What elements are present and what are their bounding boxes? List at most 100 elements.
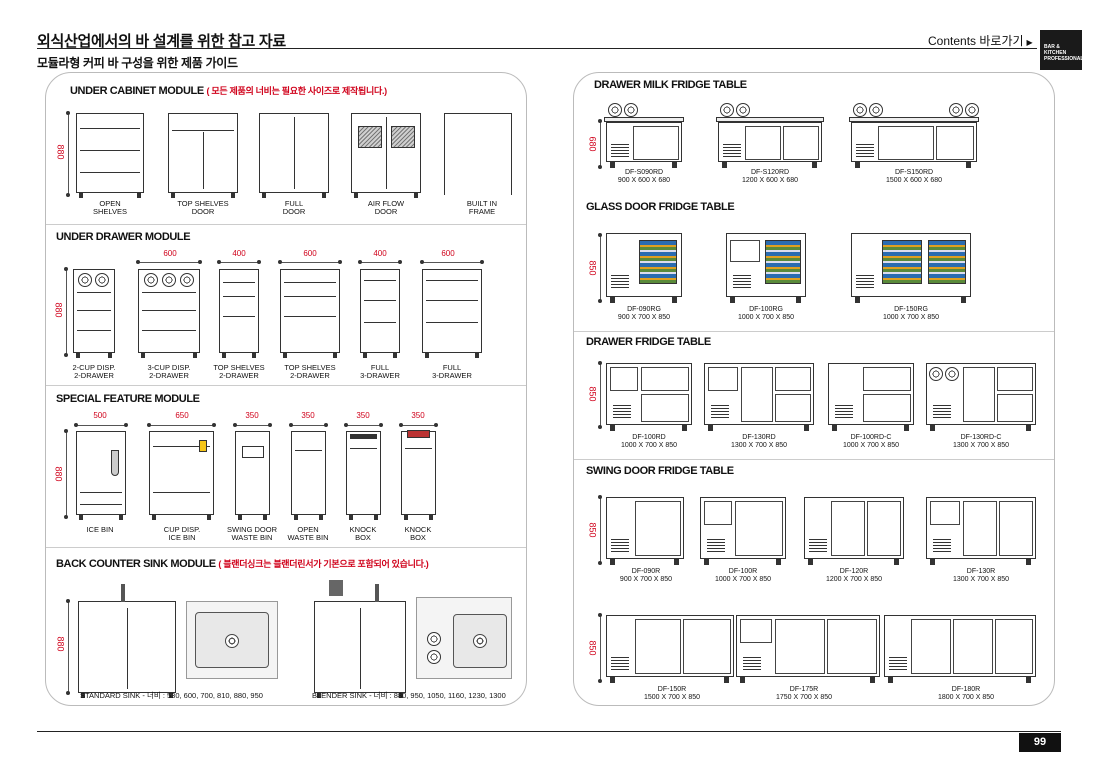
- triangle-right-icon: ▶: [1026, 38, 1033, 47]
- brand-logo: BAR & KITCHEN PROFESSIONAL: [1040, 30, 1084, 70]
- model-size: 1000 X 700 X 850: [737, 313, 795, 321]
- width-dimension: [399, 423, 438, 427]
- model-name: DF-100R: [728, 568, 758, 575]
- model-size: 1750 X 700 X 850: [775, 693, 833, 701]
- model-name: DF-130RD-C: [960, 434, 1002, 441]
- contents-link[interactable]: Contents 바로가기▶: [928, 32, 1033, 49]
- height-dimension: [598, 495, 602, 565]
- model-size: 1000 X 700 X 850: [714, 575, 772, 583]
- blender-sink-top-view: [416, 597, 512, 679]
- model-name: DF-100RD-C: [850, 434, 892, 441]
- item-label: BUILT IN FRAME: [466, 199, 498, 216]
- glass-door-title: GLASS DOOR FRIDGE TABLE: [586, 201, 735, 213]
- width-dimension: [233, 423, 272, 427]
- model-name: DF-100RG: [749, 306, 783, 313]
- model-size: 900 X 700 X 850: [619, 575, 673, 583]
- model-name: DF-130R: [966, 568, 996, 575]
- width-label: 600: [303, 249, 317, 258]
- blender-sink-widths: BLENDER SINK - 너비 : 880, 950, 1050, 1160…: [312, 691, 506, 700]
- item-label: 3-CUP DISP. 2-DRAWER: [147, 363, 191, 380]
- swing-fridge-unit: [700, 497, 786, 559]
- height-label: 880: [55, 144, 66, 160]
- model-name: DF-150R: [657, 686, 687, 693]
- model-name: DF-175R: [789, 686, 819, 693]
- section-divider: [46, 224, 526, 225]
- full-3-drawer-unit: [360, 269, 400, 358]
- full-door-unit: [259, 113, 329, 198]
- top-shelves-door-unit: [168, 113, 238, 198]
- width-label: 350: [301, 411, 315, 420]
- header-rule: [37, 48, 1037, 49]
- air-flow-door-unit: [351, 113, 421, 198]
- page-subtitle: 모듈라형 커피 바 구성을 위한 제품 가이드: [37, 56, 238, 70]
- fridge-unit: [606, 122, 682, 162]
- cup-disp-ice-bin-unit: [149, 431, 214, 520]
- swing-fridge-unit: [884, 615, 1036, 677]
- contents-link-label: Contents 바로가기: [928, 34, 1024, 48]
- section-divider: [574, 459, 1054, 460]
- width-dimension: [344, 423, 383, 427]
- model-name: DF-S120RD: [750, 169, 790, 176]
- item-label: ICE BIN: [86, 525, 114, 534]
- blender-sink-cabinet: [314, 580, 406, 698]
- height-dimension: [598, 119, 602, 169]
- under-cabinet-title: UNDER CABINET MODULE ( 모든 제품의 너비는 필요한 사이…: [70, 84, 387, 97]
- standard-sink-cabinet: [78, 584, 176, 698]
- model-size: 1300 X 700 X 850: [952, 575, 1010, 583]
- drawer-fridge-unit: [606, 363, 692, 425]
- 2-cup-drawer-unit: [73, 269, 115, 358]
- model-name: DF-S150RD: [894, 169, 934, 176]
- height-label: 850: [587, 260, 598, 276]
- standard-sink-widths: STANDARD SINK - 너비 : 530, 600, 700, 810,…: [80, 691, 263, 700]
- model-size: 1000 X 700 X 850: [842, 441, 900, 449]
- model-name: DF-180R: [951, 686, 981, 693]
- item-label: OPEN WASTE BIN: [287, 525, 329, 542]
- counter-top: [716, 117, 824, 122]
- item-label: TOP SHELVES 2-DRAWER: [284, 363, 336, 380]
- model-size: 1200 X 700 X 850: [825, 575, 883, 583]
- model-name: DF-150RG: [894, 306, 928, 313]
- height-dimension: [598, 613, 602, 683]
- swing-fridge-unit: [736, 615, 880, 677]
- swing-door-title: SWING DOOR FRIDGE TABLE: [586, 465, 734, 477]
- model-name: DF-090RG: [627, 306, 661, 313]
- width-dimension: [420, 260, 484, 264]
- item-label: FULL 3-DRAWER: [360, 363, 400, 380]
- counter-top: [849, 117, 979, 122]
- width-label: 400: [232, 249, 246, 258]
- swing-fridge-unit: [804, 497, 904, 559]
- width-label: 600: [441, 249, 455, 258]
- drawer-fridge-unit: [926, 363, 1036, 425]
- top-shelves-drawer-unit: [219, 269, 259, 358]
- height-dimension: [64, 267, 68, 357]
- model-name: DF-090R: [631, 568, 661, 575]
- logo-text: BAR & KITCHEN PROFESSIONAL: [1044, 44, 1084, 62]
- width-label: 350: [245, 411, 259, 420]
- width-dimension: [217, 260, 261, 264]
- glass-fridge-unit: [606, 233, 682, 297]
- item-label: CUP DISP. ICE BIN: [163, 525, 201, 542]
- model-size: 1800 X 700 X 850: [937, 693, 995, 701]
- section-title-text: UNDER CABINET MODULE: [70, 85, 204, 97]
- page-title: 외식산업에서의 바 설계를 위한 참고 자료: [37, 33, 286, 50]
- swing-fridge-unit: [606, 615, 734, 677]
- 3-cup-drawer-unit: [138, 269, 200, 358]
- fridge-unit: [851, 122, 977, 162]
- top-shelves-drawer-unit: [280, 269, 340, 358]
- height-label: 880: [53, 302, 64, 318]
- ice-bin-unit: [76, 431, 126, 520]
- width-dimension: [358, 260, 402, 264]
- model-name: DF-130RD: [742, 434, 776, 441]
- glass-fridge-unit: [851, 233, 971, 297]
- width-dimension: [136, 260, 202, 264]
- width-label: 600: [163, 249, 177, 258]
- item-label: AIR FLOW DOOR: [367, 199, 405, 216]
